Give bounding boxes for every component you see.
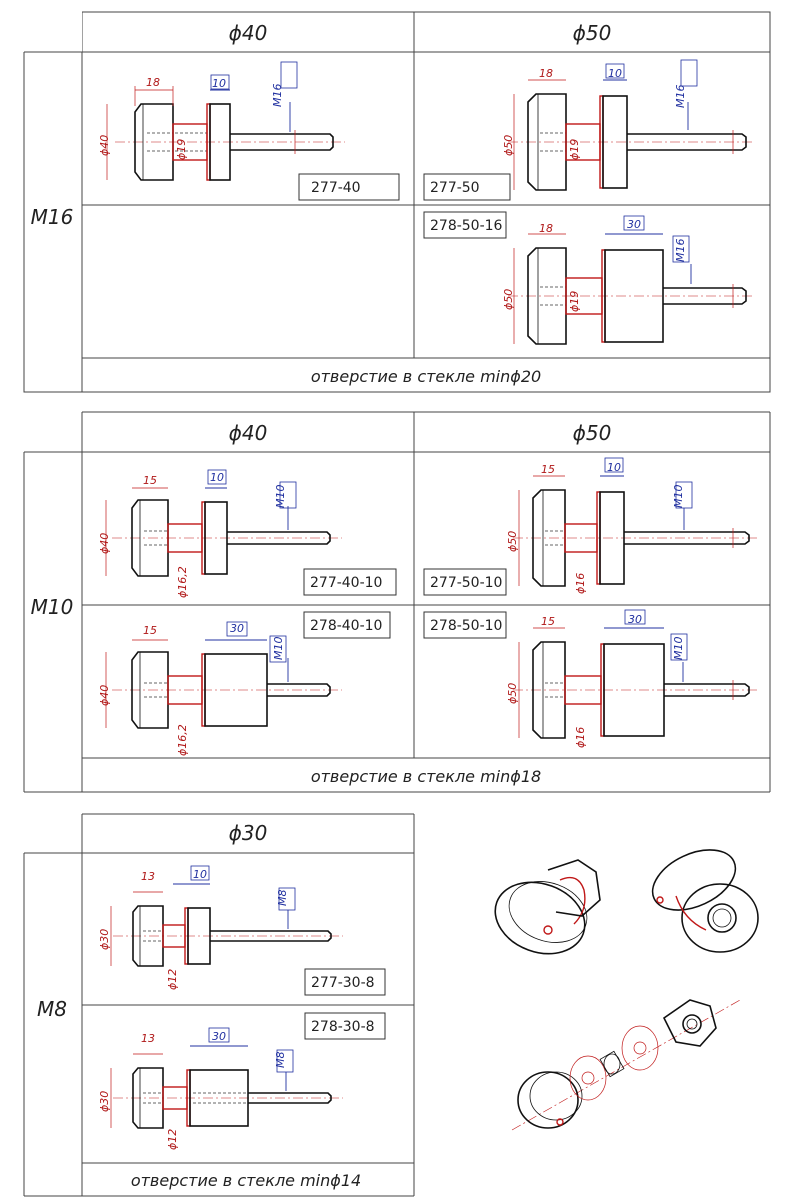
m16-d40-dim-washer: 10 [212,77,226,90]
section-m16-grid [23,11,771,393]
m10-d40-dim-thread: M10 [274,485,287,509]
m16-row-label: M16 [31,205,74,229]
code-278-50-10: 278-50-10 [430,618,502,634]
code-box-277-50 [423,173,511,201]
m8-spacer-dim-inner: ϕ12 [166,1129,179,1150]
m10-d40-fitting-drawing [105,469,342,577]
m10-d50-fitting-drawing [513,457,758,587]
m10-d40-dim-head: 15 [143,474,157,487]
code-277-40: 277-40 [311,180,361,196]
m10-d40-dim-inner: ϕ16,2 [176,566,189,598]
section-m8-grid [23,813,415,1197]
m10-d50-dim-outer: ϕ50 [506,531,519,552]
m8-spacer-dim-outer: ϕ30 [98,1091,111,1112]
m8-d30-dim-inner: ϕ12 [166,969,179,990]
m10-spacer40-dim-inner: ϕ16,2 [176,724,189,756]
m16-d50-spacer-drawing [508,215,753,345]
m16-d40-dim-thread: M16 [271,84,284,108]
m16-spacer-dim-spacer: 30 [627,218,641,231]
m10-spacer50-dim-inner: ϕ16 [574,727,587,748]
m16-col-header-40: ϕ40 [229,21,268,45]
m16-col-header-50: ϕ50 [573,21,612,45]
m16-d50-dim-outer: ϕ50 [502,135,515,156]
m16-spacer-dim-inner: ϕ19 [568,291,581,312]
m10-d40-dim-outer: ϕ40 [98,533,111,554]
m16-d50-fitting-drawing [508,59,753,191]
m16-footer-note: отверстие в стекле minϕ20 [311,367,541,386]
isometric-fitting-left [494,859,601,955]
m8-col-header-30: ϕ30 [229,821,268,845]
m8-d30-fitting-drawing [110,865,343,967]
m8-d30-spacer-drawing [110,1027,343,1129]
m10-spacer40-dim-thread: M10 [272,637,285,661]
m8-spacer-dim-thread: M8 [274,1052,287,1069]
m10-d40-spacer-drawing [105,621,342,729]
m16-d50-dim-washer: 10 [608,67,622,80]
code-box-277-30-8 [304,968,386,996]
m16-spacer-dim-thread: M16 [674,239,687,263]
m16-d40-fitting-drawing [106,61,345,181]
m10-d50-dim-inner: ϕ16 [574,573,587,594]
m10-col-header-50: ϕ50 [573,421,612,445]
m10-spacer50-dim-outer: ϕ50 [506,683,519,704]
code-box-277-40 [298,173,400,201]
code-box-277-50-10 [423,568,507,596]
exploded-assembly [511,999,741,1131]
m8-d30-dim-outer: ϕ30 [98,929,111,950]
m10-spacer50-dim-spacer: 30 [628,613,642,626]
code-box-278-50-10 [423,611,507,639]
m10-spacer40-dim-spacer: 30 [230,622,244,635]
m10-d50-spacer-drawing [513,609,758,739]
m10-spacer40-dim-outer: ϕ40 [98,685,111,706]
m10-spacer50-dim-head: 15 [541,615,555,628]
code-277-50-10: 277-50-10 [430,575,502,591]
m16-d50-dim-thread: M16 [674,85,687,109]
code-box-278-50-16 [423,211,507,239]
m16-spacer-dim-head: 18 [539,222,553,235]
section-m10-grid [23,411,771,793]
code-box-277-40-10 [303,568,397,596]
m16-d50-dim-inner: ϕ19 [568,139,581,160]
isometric-fitting-right [651,849,759,953]
m8-row-label: M8 [37,997,67,1021]
m16-spacer-dim-outer: ϕ50 [502,289,515,310]
m16-d40-dim-head: 18 [146,76,160,89]
m8-d30-dim-washer: 10 [193,868,207,881]
m10-d50-dim-washer: 10 [607,461,621,474]
m10-spacer40-dim-head: 15 [143,624,157,637]
m10-d40-dim-washer: 10 [210,471,224,484]
m8-spacer-dim-head: 13 [141,1032,155,1045]
m10-d50-dim-thread: M10 [672,485,685,509]
m10-col-header-40: ϕ40 [229,421,268,445]
code-277-30-8: 277-30-8 [311,975,375,991]
m10-footer-note: отверстие в стекле minϕ18 [311,767,541,786]
m8-footer-note: отверстие в стекле minϕ14 [131,1171,361,1190]
code-278-40-10: 278-40-10 [310,618,382,634]
code-box-278-40-10 [303,611,391,639]
m16-d40-dim-inner: ϕ19 [175,139,188,160]
code-277-40-10: 277-40-10 [310,575,382,591]
code-278-50-16: 278-50-16 [430,218,503,234]
m10-d50-dim-head: 15 [541,463,555,476]
code-box-278-30-8 [304,1012,386,1040]
m8-spacer-dim-spacer: 30 [212,1030,226,1043]
code-277-50: 277-50 [430,180,480,196]
m10-spacer50-dim-thread: M10 [672,637,685,661]
m16-d50-dim-head: 18 [539,67,553,80]
code-278-30-8: 278-30-8 [311,1019,375,1035]
m16-d40-dim-outer: ϕ40 [98,135,111,156]
m8-d30-dim-thread: M8 [276,890,289,907]
m10-row-label: M10 [31,595,74,619]
m8-d30-dim-head: 13 [141,870,155,883]
